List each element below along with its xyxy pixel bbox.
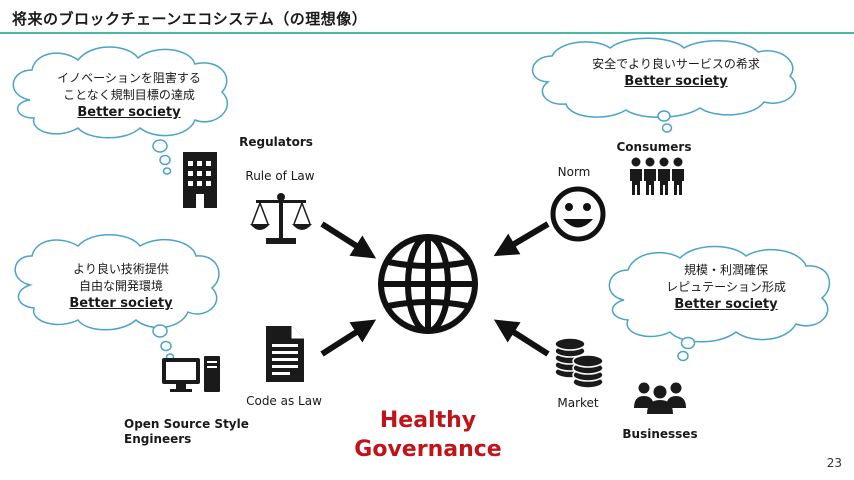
scales-icon [250,193,312,244]
building-icon [183,152,217,208]
businesses-bubble-line-2: レピュテーション形成 [666,280,786,294]
code-as-law-label: Code as Law [246,394,322,408]
people-icon [630,157,684,195]
engineers-label-line-2: Engineers [124,432,192,446]
regulators-thought-bubble [12,46,229,175]
document-icon [266,326,304,382]
consumers-thought-bubble [531,37,797,133]
consumers-better-society: Better society [624,74,728,89]
page-number: 23 [826,456,842,470]
arrow-businesses [493,319,550,357]
title-divider [0,32,854,34]
regulators-bubble-line-2: ことなく規制目標の達成 [63,88,195,102]
coins-icon [554,337,604,389]
market-label: Market [557,396,599,410]
consumers-bubble-text: 安全でより良いサービスの希求 Better society [566,56,786,90]
group-icon [634,382,686,414]
engineers-bubble-text: より良い技術提供 自由な開発環境 Better society [36,261,206,312]
engineers-thought-bubble [14,234,220,361]
engineers-label-line-1: Open Source Style [124,417,249,431]
arrow-engineers [320,319,377,357]
rule-of-law-label: Rule of Law [245,169,315,183]
page-title: 将来のブロックチェーンエコシステム（の理想像） [12,10,368,28]
smiley-icon [550,186,606,242]
businesses-bubble-line-1: 規模・利潤確保 [683,263,768,277]
engineers-bubble-line-1: より良い技術提供 [73,262,169,276]
regulators-label: Regulators [239,135,313,149]
consumers-bubble-line-1: 安全でより良いサービスの希求 [592,57,760,71]
engineers-label: Open Source Style Engineers [124,417,264,447]
businesses-better-society: Better society [674,297,778,312]
center-label-line-2: Governance [354,437,502,462]
arrows [320,221,550,357]
consumers-label: Consumers [616,140,692,154]
arrow-regulators [320,221,377,259]
businesses-thought-bubble [608,245,831,362]
engineers-better-society: Better society [69,296,173,311]
computer-icon [162,356,220,392]
regulators-bubble-text: イノベーションを阻害する ことなく規制目標の達成 Better society [44,70,214,121]
norm-label: Norm [557,165,591,179]
regulators-bubble-line-1: イノベーションを阻害する [57,71,201,85]
arrow-consumers [493,221,550,257]
globe-icon [378,234,478,334]
healthy-governance-label: Healthy Governance [318,406,538,464]
businesses-bubble-text: 規模・利潤確保 レピュテーション形成 Better society [636,262,816,313]
regulators-better-society: Better society [77,105,181,120]
engineers-bubble-line-2: 自由な開発環境 [78,279,163,293]
businesses-label: Businesses [622,427,698,441]
center-label-line-1: Healthy [379,408,477,433]
